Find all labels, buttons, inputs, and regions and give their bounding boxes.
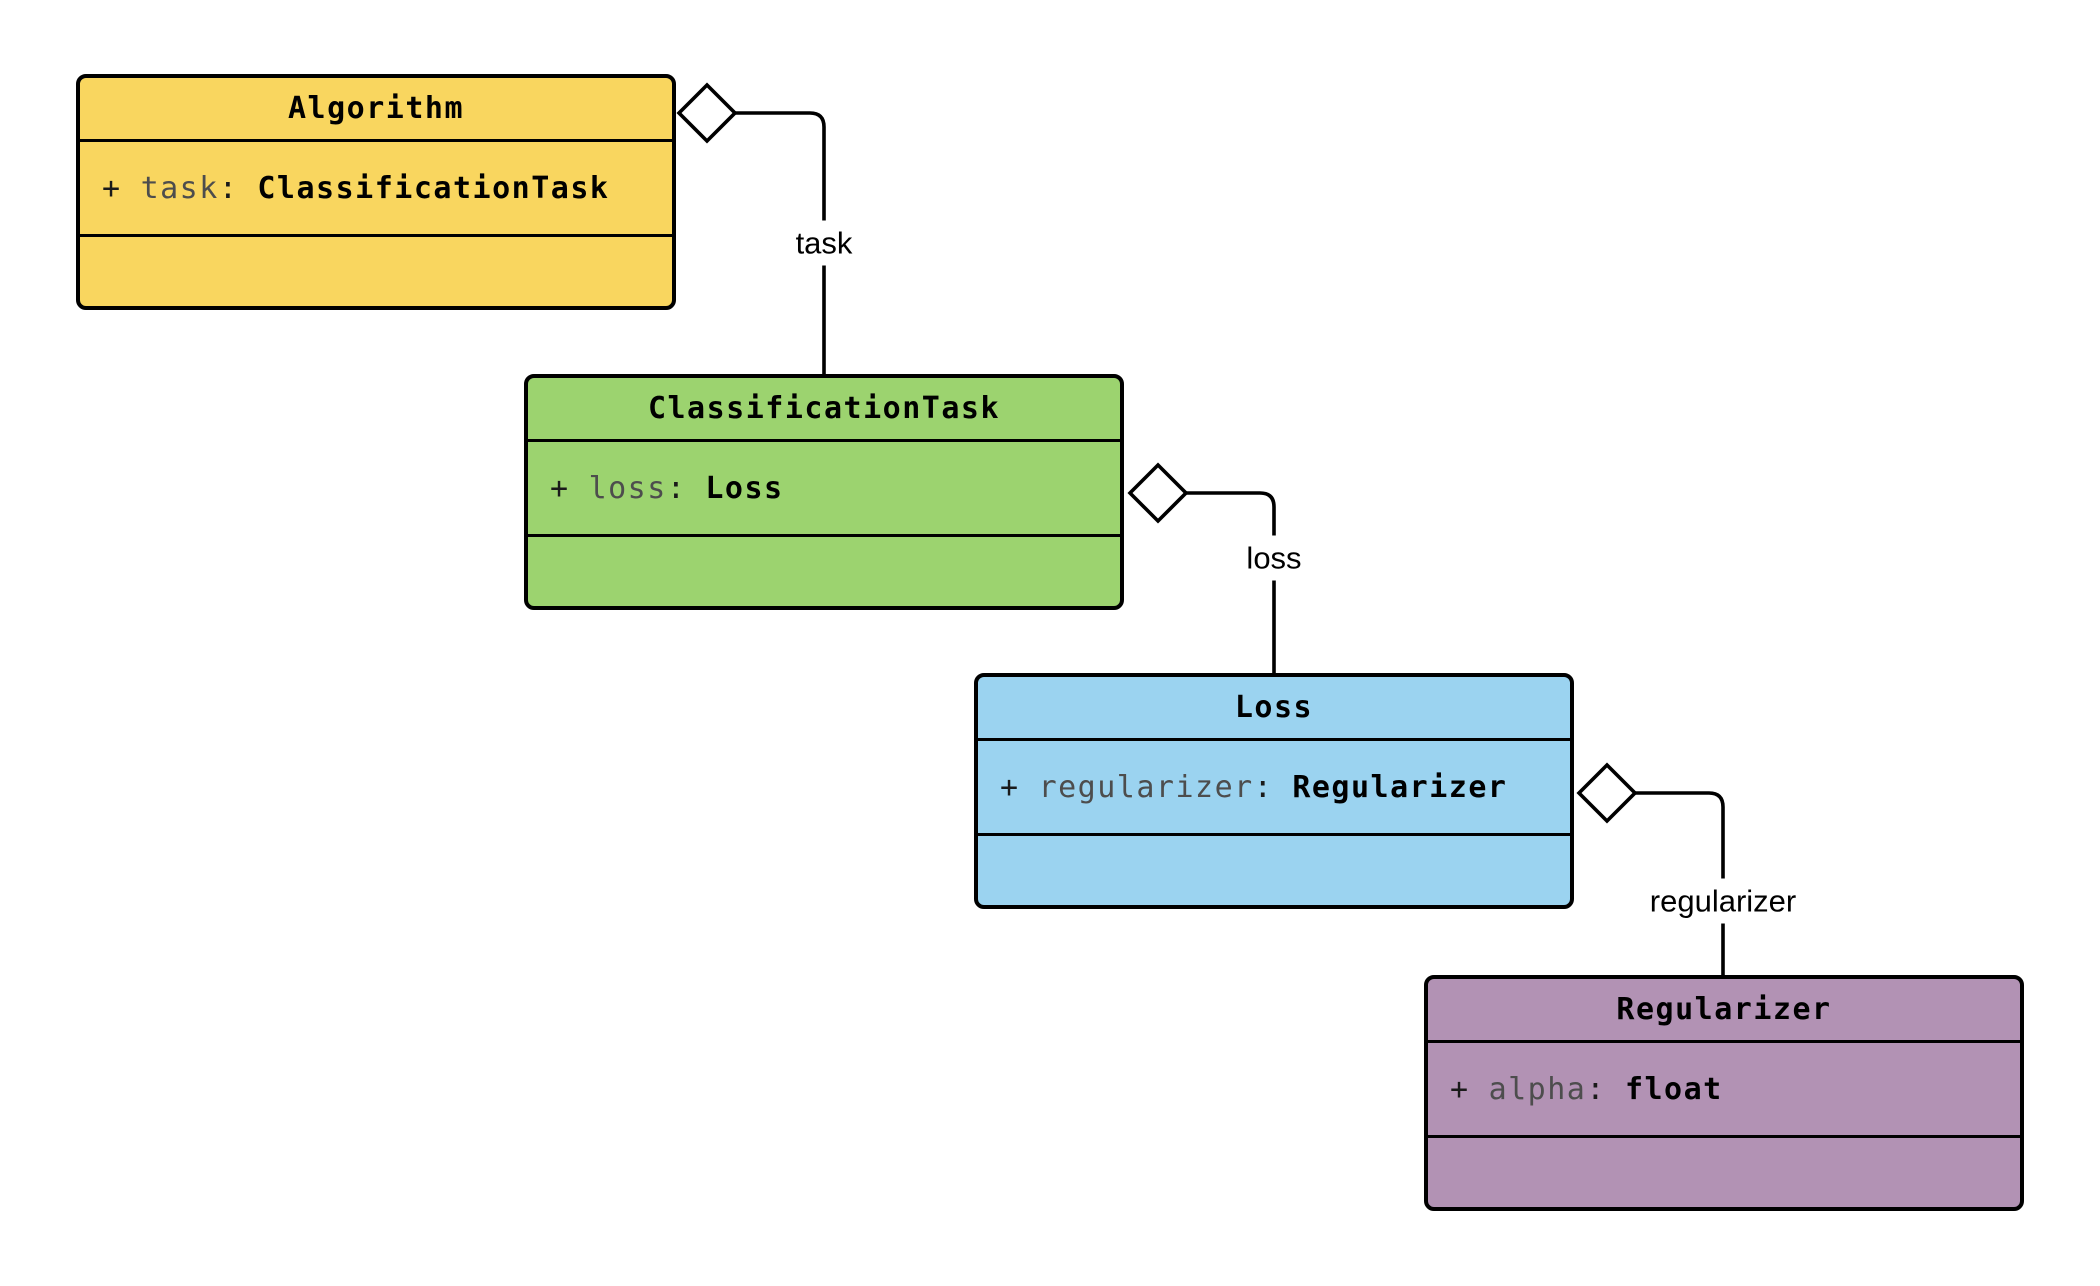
edge-label-regularizer: regularizer <box>1644 878 1802 924</box>
uml-class-classificationtask: ClassificationTask + loss: Loss <box>524 374 1124 610</box>
class-title: Loss <box>1234 690 1314 725</box>
attr-name: alpha <box>1488 1071 1587 1107</box>
attr-visibility: + <box>102 170 122 206</box>
class-methods-empty <box>80 234 672 306</box>
uml-class-regularizer: Regularizer + alpha: float <box>1424 975 2024 1211</box>
class-methods-empty <box>528 534 1120 606</box>
attr-visibility: + <box>550 470 570 506</box>
aggregation-diamond-icon <box>1127 462 1189 524</box>
class-attributes: + alpha: float <box>1428 1040 2020 1135</box>
aggregation-diamond-icon <box>1576 762 1638 824</box>
class-methods-empty <box>978 833 1570 905</box>
class-attributes: + regularizer: Regularizer <box>978 738 1570 833</box>
attr-separator: : <box>1253 769 1274 805</box>
attr-name: loss <box>588 470 667 506</box>
attr-visibility: + <box>1450 1071 1470 1107</box>
attr-separator: : <box>218 170 239 206</box>
attr-separator: : <box>666 470 687 506</box>
edge-algorithm-classificationtask <box>676 82 826 374</box>
uml-class-algorithm: Algorithm + task: ClassificationTask <box>76 74 676 310</box>
attr-type: Regularizer <box>1292 769 1508 805</box>
attr-name: regularizer <box>1038 769 1254 805</box>
attr-type: float <box>1624 1071 1723 1107</box>
attr-name: task <box>140 170 219 206</box>
aggregation-diamond-icon <box>676 82 738 144</box>
class-title: Regularizer <box>1616 992 1832 1027</box>
class-methods-empty <box>1428 1135 2020 1207</box>
edge-label-task: task <box>790 220 858 266</box>
attr-separator: : <box>1586 1071 1606 1107</box>
class-attributes: + task: ClassificationTask <box>80 139 672 234</box>
edge-loss-regularizer <box>1576 762 1725 975</box>
class-title: Algorithm <box>287 91 465 126</box>
class-title: ClassificationTask <box>647 391 1001 426</box>
class-attributes: + loss: Loss <box>528 439 1120 534</box>
attr-visibility: + <box>1000 769 1020 805</box>
attr-type: ClassificationTask <box>257 170 610 206</box>
uml-class-loss: Loss + regularizer: Regularizer <box>974 673 1574 909</box>
attr-type: Loss <box>705 470 784 506</box>
edge-classificationtask-loss <box>1127 462 1276 673</box>
edge-label-loss: loss <box>1241 535 1307 581</box>
